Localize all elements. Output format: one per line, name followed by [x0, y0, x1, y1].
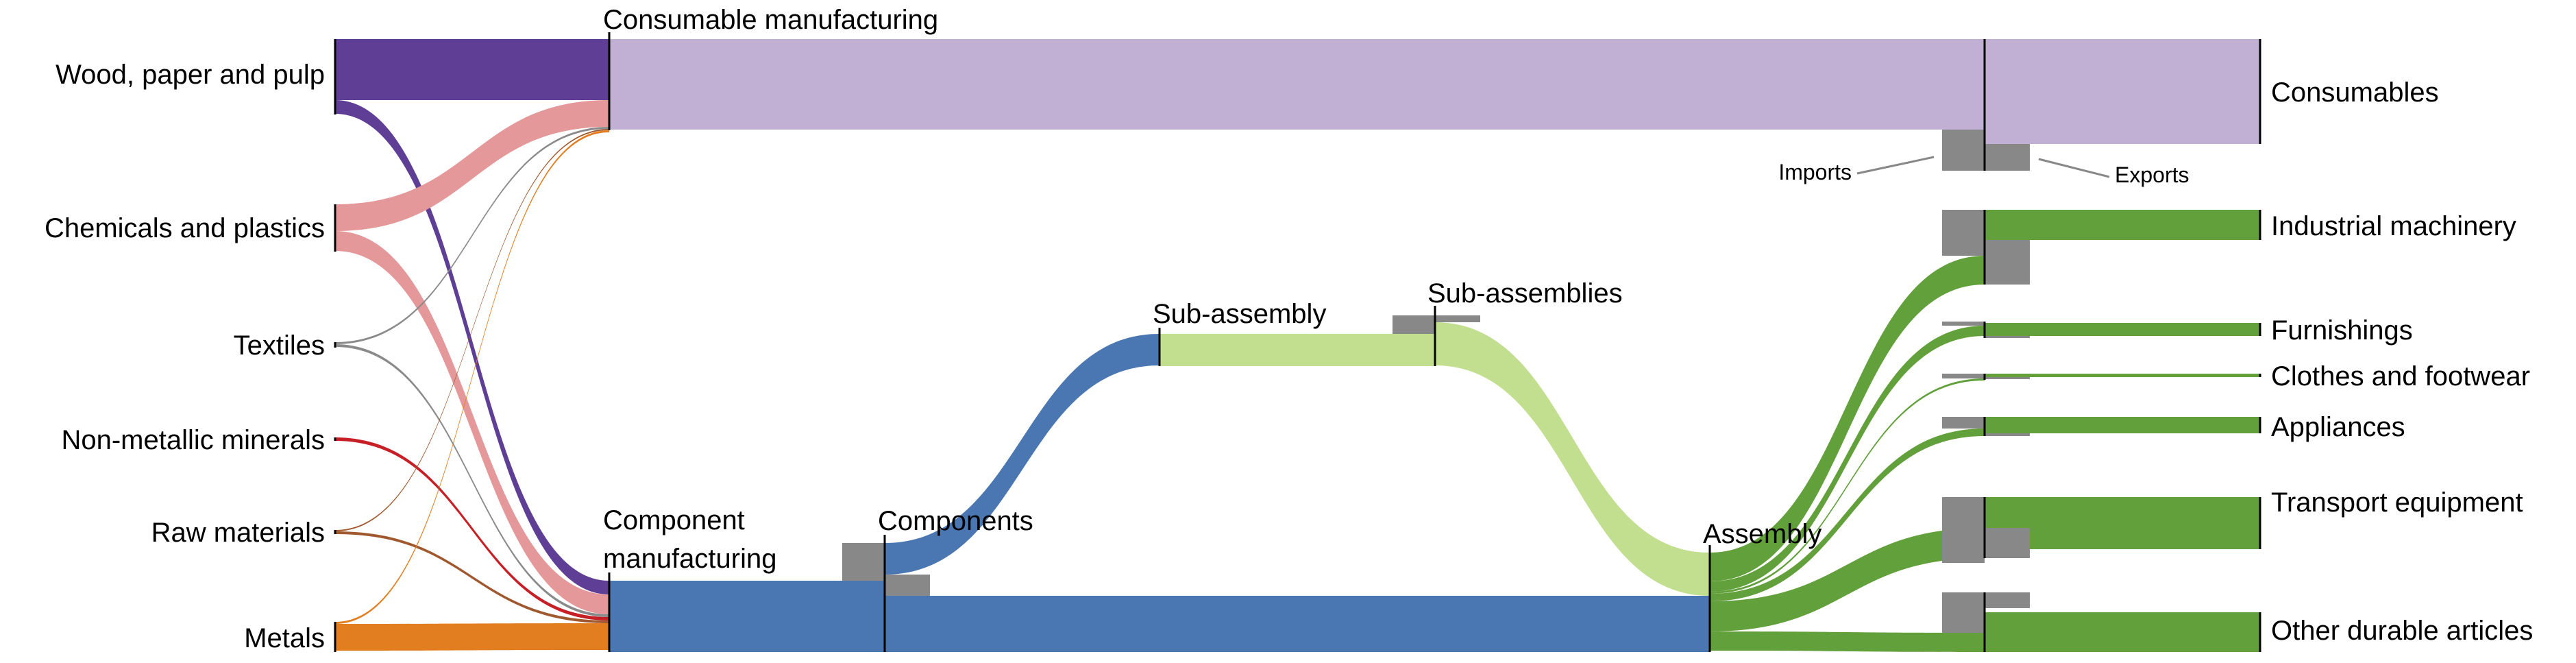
node-label-chemicals: Chemicals and plastics [45, 213, 325, 243]
node-label-textiles: Textiles [234, 330, 325, 361]
imports-box-appliances [1942, 417, 1985, 429]
flow-assembly-to-furnishings [1710, 326, 1985, 592]
flow-assembly-to-transport [1710, 528, 1985, 631]
node-label-appliances: Appliances [2271, 412, 2405, 442]
flows-layer [335, 39, 2260, 652]
node-label-furnishings: Furnishings [2271, 315, 2413, 346]
imports-box-clothes [1942, 374, 1985, 378]
product-band-industrial [1985, 210, 2260, 240]
flow-minerals-to-component_mfg [335, 437, 609, 620]
imports-box-other [1942, 592, 1985, 633]
nodes-layer [334, 32, 2261, 652]
exports-box-clothes [1985, 377, 2030, 379]
imports-box-transport [1942, 497, 1985, 563]
node-label-component-mfg-line2: manufacturing [603, 544, 776, 574]
flow-raw-to-component_mfg [335, 531, 609, 623]
node-label-consumable-mfg: Consumable manufacturing [603, 5, 938, 35]
imports-box-components [842, 543, 885, 581]
exports-box-other [1985, 592, 2030, 608]
exports-leader-line [2038, 158, 2110, 178]
flow-metals-to-component_mfg [335, 623, 609, 651]
node-label-metals: Metals [244, 623, 325, 653]
flow-consumable_mfg-to-consumables [609, 39, 1985, 130]
product-band-furnishings [1985, 323, 2260, 336]
flow-subassemblies-to-assembly [1435, 322, 1710, 596]
node-label-clothes: Clothes and footwear [2271, 361, 2530, 391]
node-label-industrial: Industrial machinery [2271, 211, 2516, 241]
exports-box-transport [1985, 528, 2030, 558]
imports-leader-line [1856, 156, 1935, 175]
imports-box-furnishings [1942, 322, 1985, 326]
flow-metals-to-consumable_mfg [335, 130, 609, 624]
trade-layer [842, 130, 2030, 633]
node-label-raw: Raw materials [151, 518, 325, 548]
flow-wood-to-consumable_mfg [335, 39, 609, 100]
product-band-other [1985, 612, 2260, 652]
node-label-assembly: Assembly [1703, 519, 1821, 549]
labels-layer: Wood, paper and pulp Chemicals and plast… [45, 5, 2533, 653]
node-label-subassembly: Sub-assembly [1153, 299, 1326, 329]
exports-box-furnishings [1985, 336, 2030, 338]
exports-box-industrial [1985, 240, 2030, 285]
node-label-component-mfg-line1: Component [603, 505, 745, 535]
product-band-clothes [1985, 374, 2260, 377]
flow-wood-to-component_mfg [335, 100, 609, 594]
exports-box-appliances [1985, 433, 2030, 436]
node-label-consumables: Consumables [2271, 77, 2439, 108]
exports-box-consumables [1985, 144, 2030, 171]
product-band-consumables [1985, 39, 2260, 144]
exports-box-components [885, 575, 930, 596]
imports-box-industrial [1942, 210, 1985, 256]
flow-textiles-to-component_mfg [335, 344, 609, 617]
node-label-minerals: Non-metallic minerals [61, 425, 325, 455]
imports-box-consumables [1942, 130, 1985, 171]
exports-box-subassemblies [1435, 315, 1480, 322]
node-label-subassemblies: Sub-assemblies [1427, 278, 1623, 309]
node-label-components: Components [878, 506, 1033, 536]
flow-component_mfg-to-components [609, 581, 885, 652]
flow-chemicals-to-consumable_mfg [335, 100, 609, 231]
imports-label: Imports [1778, 160, 1852, 184]
node-label-wood: Wood, paper and pulp [56, 60, 325, 90]
flow-textiles-to-consumable_mfg [335, 127, 609, 344]
flow-assembly-to-industrial [1710, 256, 1985, 581]
imports-box-subassemblies [1393, 315, 1435, 334]
node-label-other: Other durable articles [2271, 616, 2533, 646]
product-band-transport [1985, 497, 2260, 549]
flow-assembly-to-appliances [1710, 429, 1985, 601]
flow-raw-to-consumable_mfg [335, 129, 609, 531]
exports-label: Exports [2115, 162, 2189, 187]
flow-components-to-subassembly [885, 334, 1160, 575]
flow-assembly-to-clothes [1710, 378, 1985, 594]
flow-subassembly-to-subassemblies [1160, 334, 1435, 366]
flow-assembly-to-other [1710, 631, 1985, 652]
flow-components-to-assembly [885, 596, 1710, 652]
node-label-transport: Transport equipment [2271, 487, 2523, 518]
product-band-appliances [1985, 417, 2260, 433]
flow-chemicals-to-component_mfg [335, 231, 609, 614]
